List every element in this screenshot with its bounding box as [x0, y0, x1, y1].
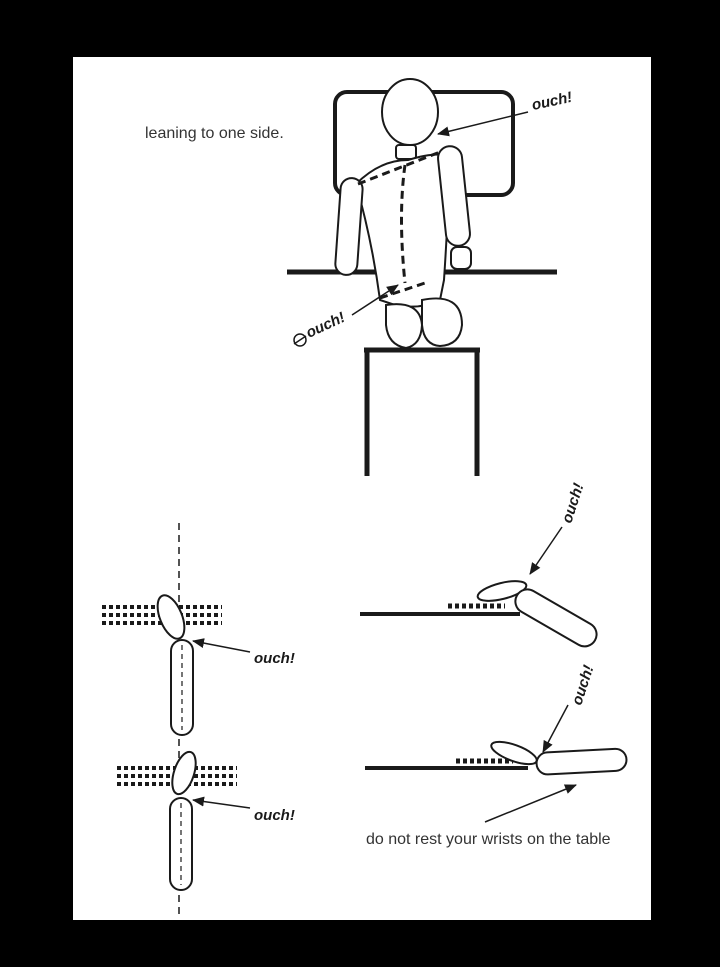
wrist-side-views: [360, 526, 628, 823]
pointer-tick: [293, 335, 307, 345]
illustration-panel: leaning to one side. ouch! ouch! ouch! o…: [73, 57, 651, 920]
wrist-arrow-bottom: [192, 796, 251, 809]
upper-forearm: [170, 639, 194, 736]
torso: [354, 153, 457, 308]
ouch-label-wrist-bottom: ouch!: [254, 807, 295, 824]
caption-leaning: leaning to one side.: [145, 125, 284, 142]
spine-lines: [357, 150, 441, 300]
hip-arrow: [351, 284, 399, 316]
leaning-scene: [287, 78, 557, 476]
raised-hand: [476, 580, 528, 602]
head: [381, 78, 439, 146]
bent-hand: [490, 740, 538, 766]
hand-rest-arrow: [542, 704, 569, 753]
raised-forearm: [514, 588, 598, 648]
ouch-label-neck: ouch!: [530, 89, 573, 114]
wrist-table-arrow: [484, 784, 577, 823]
ouch-label-hand-rest: ouch!: [569, 663, 598, 707]
hand-up-arrow: [529, 526, 563, 575]
wrist-arrow-top: [192, 638, 251, 653]
mannequin: [334, 78, 472, 350]
ouch-label-hand-up: ouch!: [559, 481, 588, 525]
ouch-label-wrist-top: ouch!: [254, 650, 295, 667]
wrist-top-view: [102, 523, 251, 915]
neck: [395, 144, 417, 160]
right-hand: [450, 246, 472, 270]
pointer-circle: [293, 333, 307, 347]
lower-hand: [171, 750, 197, 796]
left-arm: [334, 177, 364, 276]
posture-illustration: leaning to one side. ouch! ouch! ouch! o…: [102, 78, 628, 915]
right-arm: [437, 145, 471, 247]
chair: [364, 347, 480, 476]
caption-wrists: do not rest your wrists on the table: [366, 831, 611, 848]
neck-arrow: [437, 111, 529, 137]
ouch-label-hip: ouch!: [304, 309, 348, 342]
resting-forearm: [535, 747, 628, 776]
upper-hand: [156, 594, 186, 640]
right-leg: [421, 297, 464, 348]
left-leg: [385, 303, 424, 350]
